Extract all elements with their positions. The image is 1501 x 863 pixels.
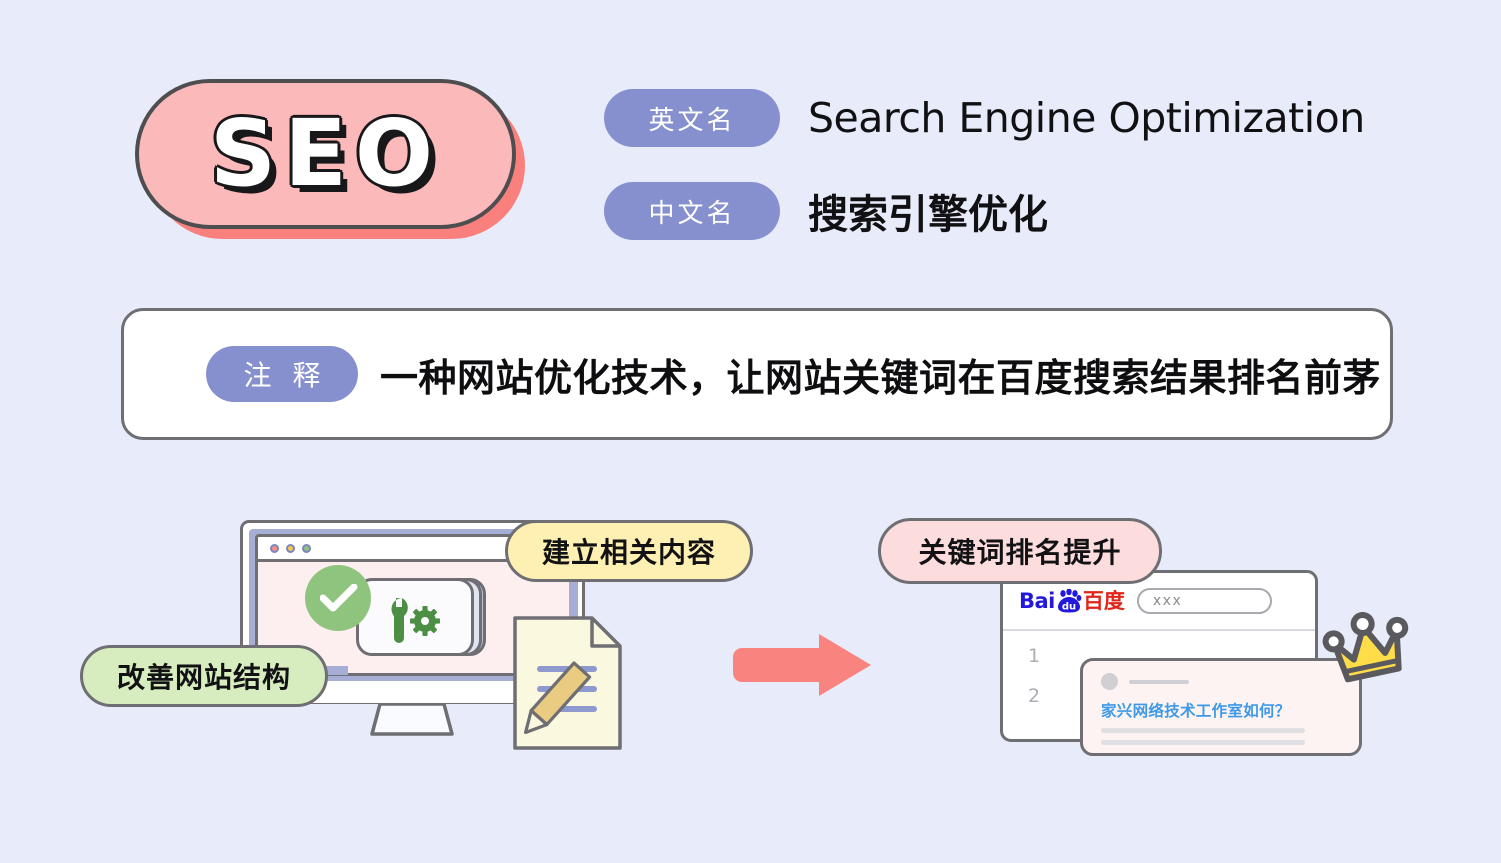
baidu-paw-label: du: [1062, 602, 1076, 613]
avatar: [1101, 673, 1118, 690]
document-pencil-icon: [512, 615, 637, 751]
rank-number: 2: [1028, 685, 1041, 707]
result-card-header: [1101, 673, 1341, 690]
chinese-name-row: 中文名 搜索引擎优化: [604, 182, 1048, 240]
english-name-value: Search Engine Optimization: [808, 94, 1365, 142]
note-tag: 注 释: [206, 346, 358, 402]
baidu-logo: Bai du 百度: [1019, 589, 1125, 613]
seo-hero: SEO: [135, 79, 525, 239]
placeholder-line: [1101, 740, 1305, 745]
rank-number: 1: [1028, 645, 1041, 667]
placeholder-line: [1101, 728, 1305, 733]
seo-acronym: SEO: [209, 100, 442, 207]
right-arrow-icon: [733, 634, 871, 696]
yellow-dot-icon: [286, 543, 295, 553]
badge-improve-site-structure: 改善网站结构: [80, 645, 328, 707]
english-name-row: 英文名 Search Engine Optimization: [604, 89, 1365, 147]
tool-card: [356, 578, 474, 656]
placeholder-line: [1129, 679, 1189, 684]
baidu-logo-cn: 百度: [1082, 588, 1125, 613]
english-name-tag: 英文名: [604, 89, 780, 147]
connector-content: [569, 578, 578, 624]
note-text: 一种网站优化技术，让网站关键词在百度搜索结果排名前茅: [380, 355, 1382, 400]
connector-structure: [318, 666, 348, 675]
badge-build-relevant-content: 建立相关内容: [505, 520, 753, 582]
badge-keyword-ranking-boost: 关键词排名提升: [878, 518, 1162, 584]
note-card: 注 释 一种网站优化技术，让网站关键词在百度搜索结果排名前茅: [121, 308, 1393, 440]
check-circle-icon: [305, 565, 371, 631]
monitor-chin: [249, 683, 576, 703]
baidu-search-input[interactable]: xxx: [1136, 588, 1272, 614]
red-dot-icon: [270, 543, 279, 553]
result-title[interactable]: 家兴网络技术工作室如何？: [1101, 702, 1291, 720]
baidu-rank-list: 1 2: [1028, 645, 1040, 707]
baidu-logo-latin: Bai: [1019, 588, 1055, 613]
wrench-gear-icon: [391, 598, 440, 643]
monitor-stand: [368, 704, 456, 736]
chinese-name-value: 搜索引擎优化: [808, 192, 1048, 238]
baidu-paw-icon: du: [1056, 589, 1082, 613]
crown-icon: [1322, 611, 1418, 686]
baidu-result-card[interactable]: 家兴网络技术工作室如何？: [1080, 658, 1362, 756]
baidu-header: Bai du 百度 xxx: [1003, 573, 1315, 631]
chinese-name-tag: 中文名: [604, 182, 780, 240]
seo-pill: SEO: [135, 79, 516, 229]
green-dot-icon: [302, 543, 311, 553]
